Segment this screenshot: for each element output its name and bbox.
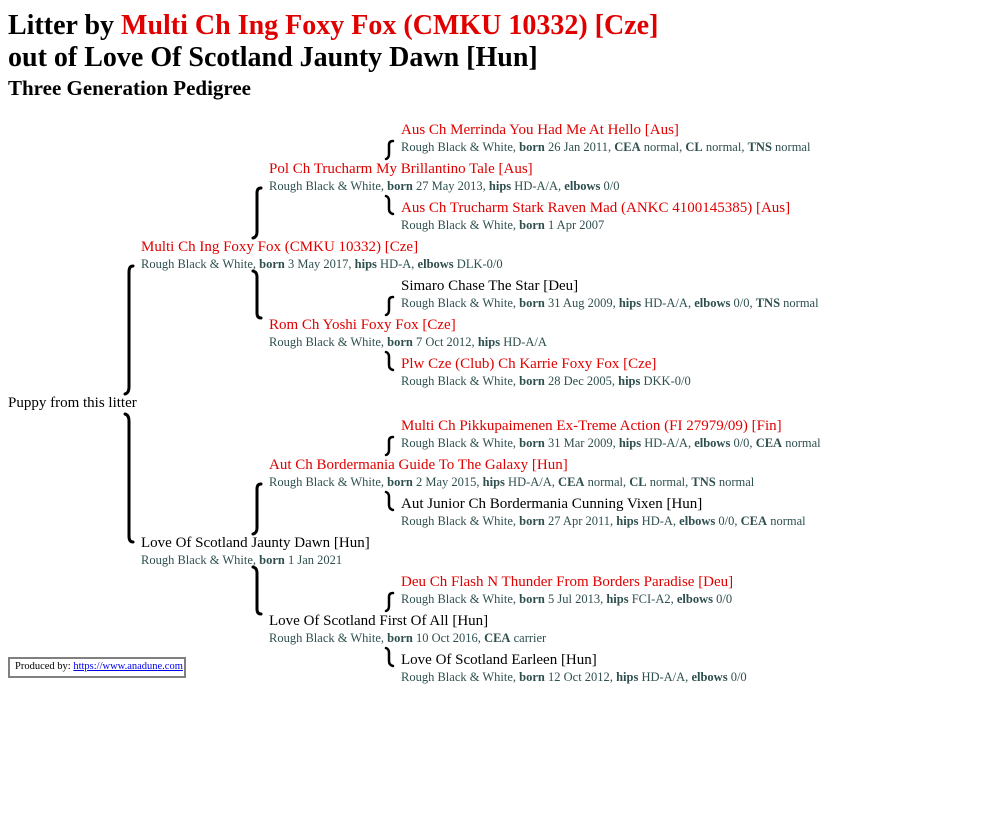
dam-title-line: out of Love Of Scotland Jaunty Dawn [Hun…: [8, 42, 538, 73]
dog-name[interactable]: Rom Ch Yoshi Foxy Fox [Cze]: [269, 317, 456, 333]
dog-details: Rough Black & White, born 31 Mar 2009, h…: [401, 436, 821, 450]
dog-name[interactable]: Plw Cze (Club) Ch Karrie Foxy Fox [Cze]: [401, 356, 657, 372]
title-prefix: Litter by: [8, 10, 115, 41]
pedigree-entry-sdd: Plw Cze (Club) Ch Karrie Foxy Fox [Cze] R…: [401, 356, 691, 389]
pedigree-entry-sd: Rom Ch Yoshi Foxy Fox [Cze] Rough Black &…: [269, 317, 547, 350]
dog-name: Love Of Scotland Earleen [Hun]: [401, 652, 597, 668]
dog-details: Rough Black & White, born 10 Oct 2016, C…: [269, 631, 547, 645]
produced-by-box: Produced by: https://www.anadune.com: [8, 657, 186, 678]
pedigree-entry-dsd: Aut Junior Ch Bordermania Cunning Vixen …: [401, 496, 806, 529]
dog-details: Rough Black & White, born 5 Jul 2013, hi…: [401, 592, 733, 606]
bracket-ssd: [384, 194, 395, 216]
pedigree-entry-ds: Aut Ch Bordermania Guide To The Galaxy […: [269, 457, 754, 490]
dog-details: Rough Black & White, born 2 May 2015, hi…: [269, 475, 755, 489]
dog-name[interactable]: Multi Ch Pikkupaimenen Ex-Treme Action (…: [401, 418, 782, 434]
page-subtitle: Three Generation Pedigree: [8, 76, 251, 100]
bracket-ss: [251, 186, 263, 240]
dog-details: Rough Black & White, born 31 Aug 2009, h…: [401, 296, 819, 310]
dog-details: Rough Black & White, born 27 May 2013, h…: [269, 179, 620, 193]
bracket-sds: [384, 295, 395, 317]
dog-name: Aut Junior Ch Bordermania Cunning Vixen …: [401, 496, 703, 512]
dog-name[interactable]: Aut Ch Bordermania Guide To The Galaxy […: [269, 457, 568, 473]
dog-name[interactable]: Aus Ch Merrinda You Had Me At Hello [Aus…: [401, 122, 679, 138]
pedigree-entry-ssd: Aus Ch Trucharm Stark Raven Mad (ANKC 41…: [401, 200, 790, 233]
bracket-upper-sire: [123, 264, 135, 396]
pedigree-entry-dss: Multi Ch Pikkupaimenen Ex-Treme Action (…: [401, 418, 821, 451]
pedigree-entry-ss: Pol Ch Trucharm My Brillantino Tale [Aus…: [269, 161, 620, 194]
pedigree-entry-sds: Simaro Chase The Star [Deu] Rough Black &…: [401, 278, 819, 311]
bracket-sd: [251, 269, 263, 320]
dog-name[interactable]: Pol Ch Trucharm My Brillantino Tale [Aus…: [269, 161, 533, 177]
bracket-ddd: [384, 646, 395, 668]
puppy-label: Puppy from this litter: [8, 395, 137, 411]
bracket-dd: [251, 565, 263, 616]
dog-name[interactable]: Deu Ch Flash N Thunder From Borders Para…: [401, 574, 734, 590]
bracket-dsd: [384, 490, 395, 512]
dog-name: Simaro Chase The Star [Deu]: [401, 278, 579, 294]
dog-name[interactable]: Multi Ch Ing Foxy Fox (CMKU 10332) [Cze]: [141, 239, 419, 255]
dog-details: Rough Black & White, born 7 Oct 2012, hi…: [269, 335, 547, 349]
sire-link[interactable]: Multi Ch Ing Foxy Fox (CMKU 10332) [Cze]: [121, 10, 659, 41]
produced-by-link[interactable]: https://www.anadune.com: [73, 661, 183, 672]
dog-details: Rough Black & White, born 1 Apr 2007: [401, 218, 605, 232]
bracket-sdd: [384, 350, 395, 372]
bracket-sss: [384, 139, 395, 161]
dog-name: Love Of Scotland First Of All [Hun]: [269, 613, 489, 629]
pedigree-entry-dds: Deu Ch Flash N Thunder From Borders Para…: [401, 574, 733, 607]
bracket-ds: [251, 482, 263, 536]
bracket-lower-dam: [123, 412, 135, 544]
page-title: Litter by Multi Ch Ing Foxy Fox (CMKU 10…: [8, 10, 658, 42]
dog-details: Rough Black & White, born 27 Apr 2011, h…: [401, 514, 806, 528]
pedigree-entry-sire: Multi Ch Ing Foxy Fox (CMKU 10332) [Cze]…: [141, 239, 503, 272]
dog-details: Rough Black & White, born 28 Dec 2005, h…: [401, 374, 691, 388]
pedigree-entry-dam: Love Of Scotland Jaunty Dawn [Hun] Rough …: [141, 535, 370, 568]
produced-by-label: Produced by:: [15, 661, 71, 672]
bracket-dss: [384, 435, 395, 457]
pedigree-entry-sss: Aus Ch Merrinda You Had Me At Hello [Aus…: [401, 122, 810, 155]
bracket-dds: [384, 591, 395, 613]
pedigree-entry-ddd: Love Of Scotland Earleen [Hun] Rough Blac…: [401, 652, 747, 685]
dog-details: Rough Black & White, born 26 Jan 2011, C…: [401, 140, 811, 154]
pedigree-entry-dd: Love Of Scotland First Of All [Hun] Rough…: [269, 613, 546, 646]
dog-details: Rough Black & White, born 1 Jan 2021: [141, 553, 343, 567]
dog-details: Rough Black & White, born 12 Oct 2012, h…: [401, 670, 747, 684]
dog-name: Love Of Scotland Jaunty Dawn [Hun]: [141, 535, 370, 551]
dog-name[interactable]: Aus Ch Trucharm Stark Raven Mad (ANKC 41…: [401, 200, 791, 216]
dog-details: Rough Black & White, born 3 May 2017, hi…: [141, 257, 503, 271]
